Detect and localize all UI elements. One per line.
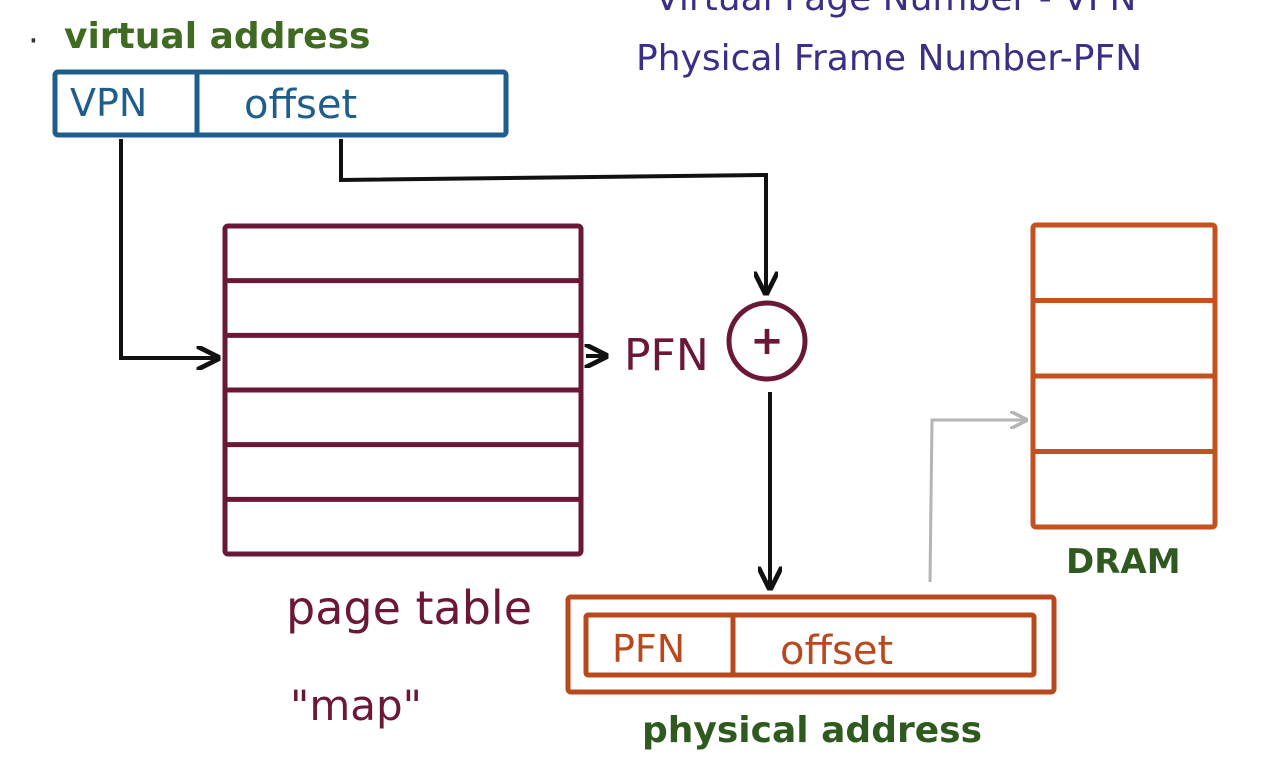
note-line-1: Virtual Page Number - VPN <box>655 0 1136 19</box>
pfn-label: PFN <box>624 330 709 381</box>
vpn-to-page-table-arrow <box>119 139 218 358</box>
note-line-2: Physical Frame Number-PFN <box>636 38 1142 79</box>
bullet-dot: · <box>28 21 39 61</box>
virtual-offset-field: offset <box>244 82 357 128</box>
physical-offset-field: offset <box>780 628 893 674</box>
dram-block <box>1030 222 1218 530</box>
plus-symbol: + <box>750 318 784 364</box>
offset-to-combine-arrow <box>339 139 766 293</box>
physical-to-dram-arrow <box>928 420 1026 583</box>
virtual-address-box: VPN offset <box>52 69 509 138</box>
dram-title: DRAM <box>1066 542 1181 582</box>
virtual-address-title: virtual address <box>64 16 370 57</box>
physical-address-box: PFN offset <box>565 594 1057 695</box>
page-table-caption: page table <box>286 581 532 635</box>
vpn-field: VPN <box>70 81 147 125</box>
page-table-map-caption: "map" <box>290 681 422 730</box>
combine-operator: + <box>726 300 808 382</box>
page-table <box>222 223 584 557</box>
pfn-field: PFN <box>612 627 685 671</box>
physical-address-title: physical address <box>642 710 982 751</box>
